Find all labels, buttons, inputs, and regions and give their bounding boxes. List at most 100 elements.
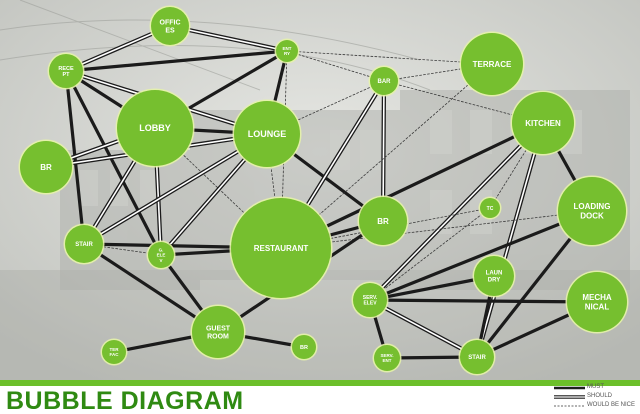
bubble-label: GUEST bbox=[206, 325, 231, 332]
bubble-label: BR bbox=[40, 163, 52, 172]
bubble-circle bbox=[65, 225, 103, 263]
bubble-label: ROOM bbox=[207, 333, 229, 340]
bubble-label: ELE bbox=[157, 253, 166, 258]
bubble-serv-ent: SERV.ENT bbox=[372, 343, 402, 373]
bubble-label: ES bbox=[165, 27, 175, 34]
bubble-label: RESTAURANT bbox=[254, 244, 309, 253]
bubble-circle bbox=[234, 101, 300, 167]
link-should-kitchen-serv_elev bbox=[367, 120, 546, 303]
bubble-circle bbox=[460, 340, 494, 374]
link-must-reception-g_elev bbox=[64, 69, 163, 257]
link-nice-bar-terrace bbox=[383, 63, 493, 82]
link-nice-entry-bar bbox=[286, 50, 385, 82]
link-nice-bar-lounge bbox=[266, 80, 385, 135]
bubble-label: OFFIC bbox=[160, 19, 181, 26]
legend-item-must: MUST bbox=[553, 384, 639, 394]
link-must-reception-entry bbox=[64, 49, 289, 73]
bubble-label: NICAL bbox=[585, 302, 610, 311]
bubble-label: BR bbox=[377, 217, 389, 226]
bubble-label: BR bbox=[300, 345, 308, 351]
bubble-label: RECE bbox=[58, 66, 74, 72]
legend-label: WOULD BE NICE bbox=[587, 402, 636, 408]
bubble-tc: TC bbox=[478, 196, 502, 220]
bubble-circle bbox=[102, 340, 126, 364]
link-must-serv_elev-mechanical bbox=[368, 298, 599, 304]
bubble-label: BAR bbox=[378, 79, 392, 85]
bubble-circle bbox=[359, 197, 407, 245]
bubble-label: TER bbox=[110, 347, 120, 352]
bubble-label: ENT bbox=[283, 46, 292, 51]
bubble-label: STAIR bbox=[75, 242, 93, 248]
bubble-restaurant: RESTAURANT bbox=[229, 196, 333, 300]
bubble-lobby: LOBBY bbox=[115, 88, 195, 168]
footer-bar: BUBBLE DIAGRAM MUST SHOULD WOULD BE NI bbox=[0, 380, 640, 414]
bubble-lounge: LOUNGE bbox=[232, 99, 302, 169]
bubble-circle bbox=[558, 177, 626, 245]
legend-item-would-be-nice: WOULD BE NICE bbox=[553, 402, 639, 412]
bubble-label: DRY bbox=[488, 278, 500, 284]
bubble-circle bbox=[192, 306, 244, 358]
bubble-circle bbox=[151, 7, 189, 45]
bubble-circle bbox=[374, 345, 400, 371]
space-bubbles: OFFICESENTRYRECEPTLOBBYLOUNGEBARTERRACEK… bbox=[18, 5, 629, 376]
bubble-circle bbox=[512, 92, 574, 154]
legend: MUST SHOULD WOULD BE NICE bbox=[553, 382, 639, 412]
diagram-title: BUBBLE DIAGRAM bbox=[6, 387, 244, 414]
bubble-label: G. bbox=[159, 247, 164, 252]
bubble-label: RY bbox=[284, 51, 290, 56]
bubble-kitchen: KITCHEN bbox=[510, 90, 576, 156]
bubble-label: PT bbox=[62, 72, 70, 78]
bubble-label: ELEV bbox=[363, 301, 377, 307]
bubble-label: LOUNGE bbox=[248, 129, 287, 139]
link-nice-restaurant-loading_dock bbox=[280, 210, 593, 249]
bubble-label: ENT bbox=[383, 358, 392, 363]
link-should-serv_elev-stair_right bbox=[367, 297, 480, 360]
bubble-label: LOADING bbox=[574, 202, 611, 211]
bubble-label: FAC bbox=[110, 352, 120, 357]
link-should-lounge-stair_left bbox=[81, 131, 270, 247]
bubble-circle bbox=[49, 54, 83, 88]
bubble-stair-right: STAIR bbox=[458, 338, 496, 376]
bubble-stair-left: STAIR bbox=[63, 223, 105, 265]
legend-label: SHOULD bbox=[587, 393, 613, 399]
legend-swatch-nice bbox=[554, 405, 585, 407]
bubble-label: STAIR bbox=[468, 355, 486, 361]
bubble-label: DOCK bbox=[580, 211, 604, 220]
bubble-br-mid: BR bbox=[357, 195, 409, 247]
bubble-circle bbox=[292, 335, 316, 359]
link-must-serv_elev-loading_dock bbox=[368, 209, 594, 302]
bubble-br-low: BR bbox=[290, 333, 318, 361]
legend-swatch-should bbox=[554, 395, 585, 399]
bubble-br-left: BR bbox=[18, 139, 74, 195]
bubble-label: SERV. bbox=[380, 353, 393, 358]
bubble-circle bbox=[353, 283, 387, 317]
bubble-label: KITCHEN bbox=[525, 119, 561, 128]
bubble-circle bbox=[231, 198, 331, 298]
bubble-circle bbox=[474, 256, 514, 296]
link-nice-serv_elev-tc bbox=[369, 207, 491, 301]
bubble-circle bbox=[117, 90, 193, 166]
bubble-circle bbox=[480, 198, 500, 218]
link-should-kitchen-stair_right bbox=[474, 120, 546, 360]
bubble-circle bbox=[370, 67, 398, 95]
bubble-terrace: TERRACE bbox=[459, 31, 525, 97]
bubble-circle bbox=[461, 33, 523, 95]
footer-accent-band bbox=[0, 380, 640, 386]
link-nice-entry-terrace bbox=[286, 50, 493, 65]
bubble-label: LAUN bbox=[486, 271, 503, 277]
bubble-circle bbox=[276, 40, 298, 62]
bubble-label: MECHA bbox=[582, 293, 612, 302]
legend-swatch-must bbox=[554, 386, 585, 390]
bubble-label: TERRACE bbox=[473, 60, 512, 69]
bubble-circle bbox=[20, 141, 72, 193]
bubble-label: V bbox=[159, 258, 162, 263]
legend-label: MUST bbox=[587, 384, 604, 390]
